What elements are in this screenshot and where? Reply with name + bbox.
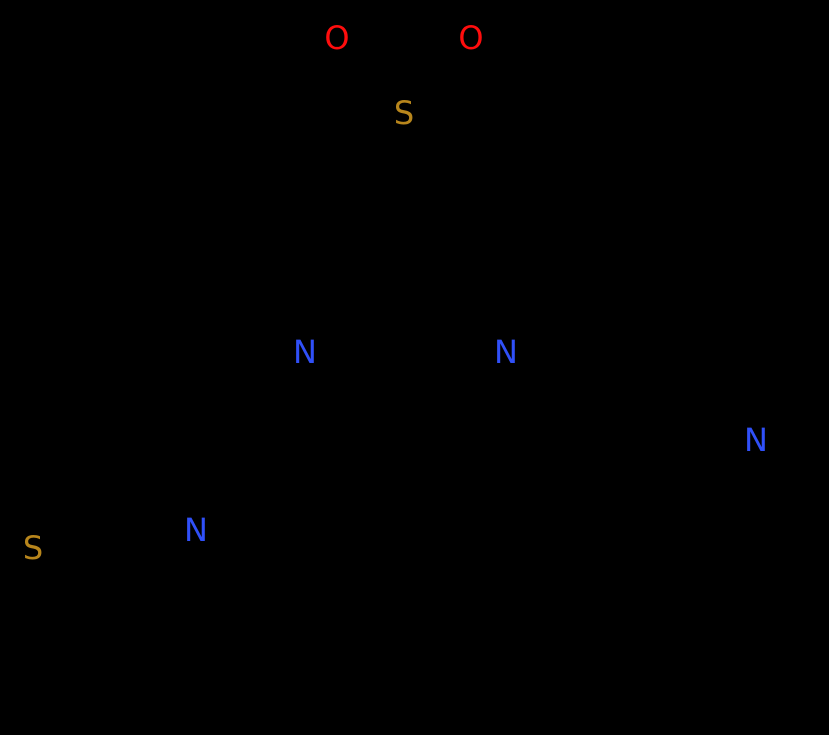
atom-label-s: S <box>22 529 44 567</box>
atom-label-n: N <box>293 333 317 371</box>
atom-label-o: O <box>324 19 350 57</box>
atom-label-n: N <box>494 333 518 371</box>
atom-label-n: N <box>184 511 208 549</box>
atom-label-n: N <box>744 421 768 459</box>
atom-label-o: O <box>458 19 484 57</box>
atom-label-s: S <box>393 94 415 132</box>
